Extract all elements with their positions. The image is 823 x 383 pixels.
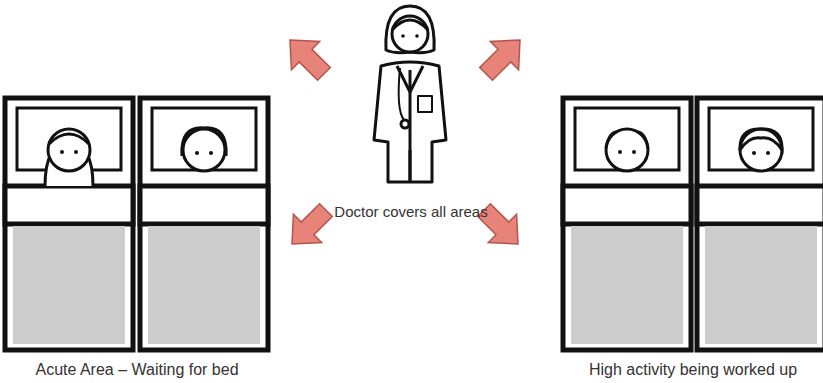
direction-arrow <box>278 196 340 258</box>
bed-right-1 <box>563 98 691 350</box>
direction-arrow <box>276 26 338 88</box>
area-caption: High activity being worked up <box>589 360 797 379</box>
doctor-figure <box>374 6 446 182</box>
area-caption: Acute Area – Waiting for bed <box>35 360 238 379</box>
bed-right-2 <box>697 98 823 350</box>
bed-left-2 <box>140 98 268 350</box>
doctor-caption: Doctor covers all areas <box>334 203 487 221</box>
bed-left-1 <box>5 98 133 350</box>
direction-arrow <box>472 26 534 88</box>
